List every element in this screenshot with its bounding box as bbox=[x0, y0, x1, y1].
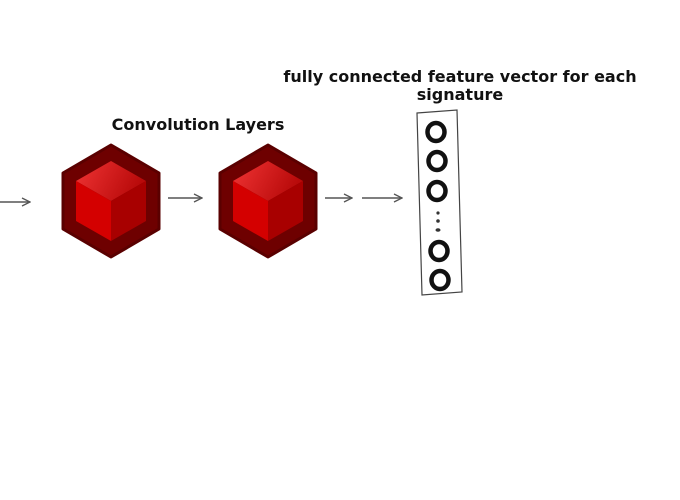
conv-layers-title: Convolution Layers bbox=[112, 115, 285, 134]
node-circle-icon bbox=[428, 239, 450, 263]
conv-layer-cube-icon bbox=[218, 143, 318, 259]
fc-title-line2: signature bbox=[417, 85, 504, 104]
node-circle-icon bbox=[425, 120, 447, 144]
ellipsis-dots-icon bbox=[435, 211, 441, 232]
fc-title-line1: fully connected feature vector for each bbox=[283, 67, 636, 86]
node-circle-icon bbox=[426, 179, 448, 203]
feature-vector bbox=[416, 109, 463, 296]
node-circle-icon bbox=[429, 268, 451, 292]
node-circle-icon bbox=[426, 149, 448, 173]
conv-layer-cube-icon bbox=[61, 143, 161, 259]
